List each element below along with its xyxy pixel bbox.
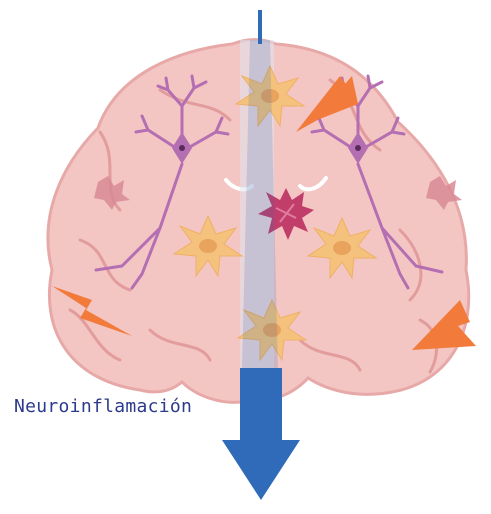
caption-label: Neuroinflamación xyxy=(14,396,192,417)
